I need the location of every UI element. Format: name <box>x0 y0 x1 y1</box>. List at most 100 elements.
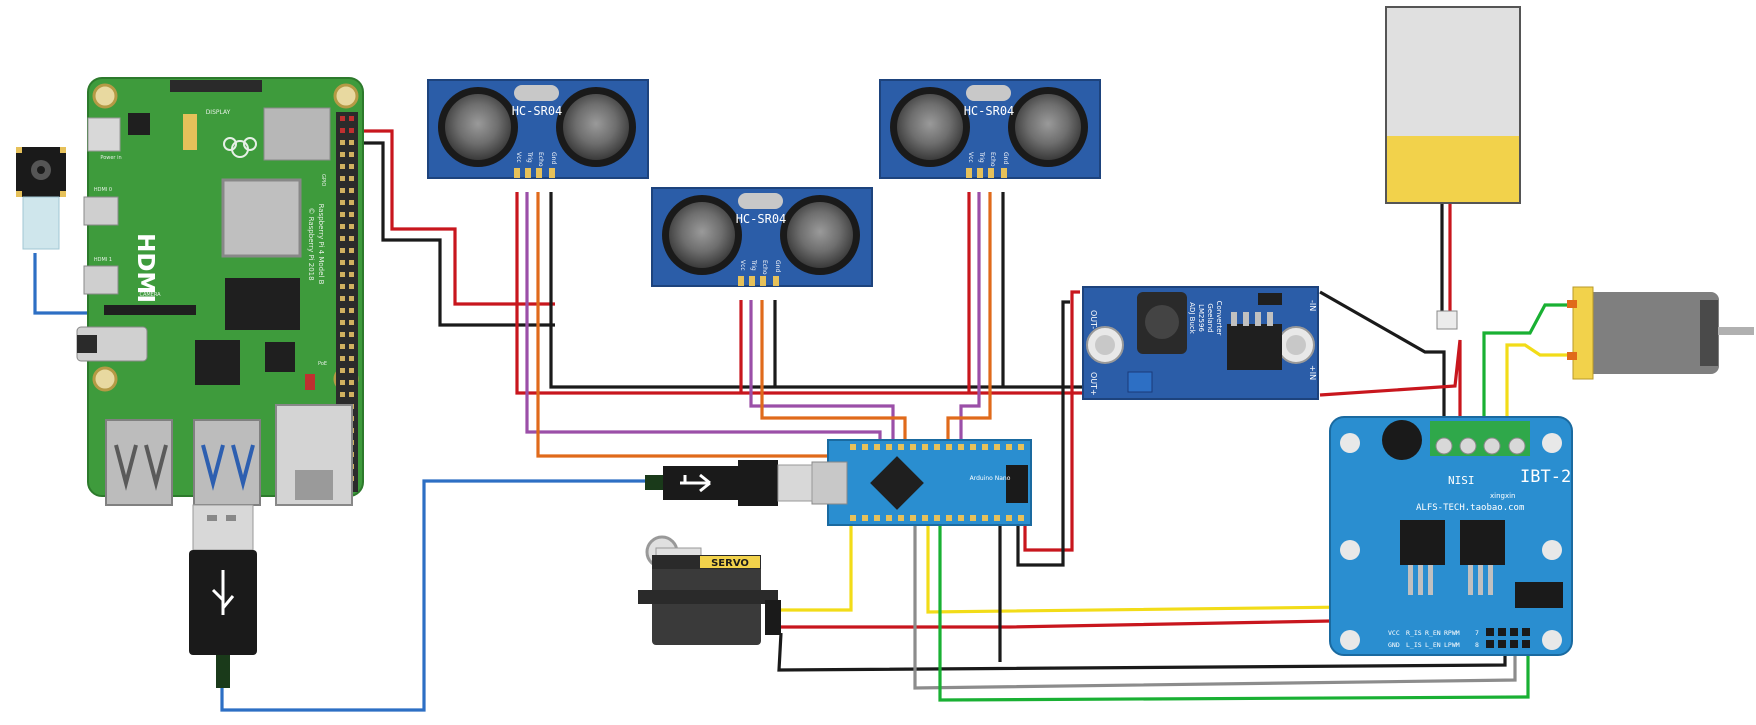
gpio-pin <box>340 188 345 193</box>
sensor-3-pin-vcc: Vcc <box>967 152 974 163</box>
nano-pin <box>946 515 952 521</box>
camera-ribbon <box>22 196 60 250</box>
nano-pin <box>1018 444 1024 450</box>
gpio-label: GPIO <box>320 174 326 186</box>
ibt2-pin-vcc: VCC <box>1388 629 1400 637</box>
gpio-pin <box>340 224 345 229</box>
ibt2-maker: xingxin <box>1490 492 1516 500</box>
display-label: DISPLAY <box>206 109 231 116</box>
gpio-pin <box>340 248 345 253</box>
ibt2-url: ALFS-TECH.taobao.com <box>1416 503 1524 513</box>
gpio-pin <box>349 296 354 301</box>
ultrasonic-sensor-2: HC-SR04 Vcc Trig Echo Gnd <box>651 187 873 287</box>
servo-label: SERVO <box>711 558 749 569</box>
buck-line4: Converter <box>1215 301 1223 336</box>
gpio-pin <box>340 176 345 181</box>
gpio-pin <box>349 272 354 277</box>
camera-connector <box>104 305 196 315</box>
raspberry-pi-board: DISPLAY HDMI Raspberry Pi 4 Model B © Ra… <box>76 77 364 506</box>
gpio-pin <box>340 368 345 373</box>
nano-pin <box>922 515 928 521</box>
gpio-pin <box>340 356 345 361</box>
nano-pin <box>850 515 856 521</box>
sensor-3-pin-gnd: Gnd <box>1002 152 1009 164</box>
ethernet-port <box>275 404 353 506</box>
nano-pin <box>1006 515 1012 521</box>
ibt2-title: IBT-2 <box>1520 467 1571 487</box>
gpio-pin <box>349 224 354 229</box>
servo-motor: SERVO <box>638 535 781 645</box>
gpio-pin <box>340 320 345 325</box>
ibt2-pin-num-7: 7 <box>1475 629 1479 637</box>
ibt2-brand: NISI <box>1448 474 1475 487</box>
sensor-1-pin-gnd: Gnd <box>550 152 557 164</box>
gpio-pin <box>340 164 345 169</box>
wire-s3-trig <box>959 192 981 445</box>
nano-pin <box>910 444 916 450</box>
dc-motor <box>1567 286 1754 380</box>
usb-plug-pi <box>189 504 257 688</box>
gpio-pin <box>340 272 345 277</box>
wire-pi-red <box>347 129 555 306</box>
gpio-pin <box>349 344 354 349</box>
buck-line2: LM2596 <box>1197 304 1205 332</box>
ibt2-pin-ren: R_EN <box>1425 629 1441 637</box>
wire-batt-black-1 <box>1319 290 1446 421</box>
gpio-pin <box>349 320 354 325</box>
wire-buck-vin <box>1023 290 1080 552</box>
ultrasonic-sensor-1: HC-SR04 Vcc Trig Echo Gnd <box>427 79 649 179</box>
buck-line1: Geeland <box>1206 303 1214 332</box>
hdmi1-label: HDMI 1 <box>94 257 112 263</box>
gpio-pin <box>340 332 345 337</box>
sensor-2-label: HC-SR04 <box>736 212 787 226</box>
gpio-pin <box>349 140 354 145</box>
wire-s1-gnd <box>549 192 1070 389</box>
hdmi-label: HDMI <box>132 233 158 303</box>
ibt2-screw-terminal <box>1430 421 1530 456</box>
ibt2-pin-rpwm: RPWM <box>1444 629 1460 637</box>
ibt2-pin-lis: L_IS <box>1406 641 1422 649</box>
nano-pin <box>946 444 952 450</box>
hdmi0-label: HDMI 0 <box>94 187 112 193</box>
nano-pin <box>970 444 976 450</box>
gpio-pin <box>349 392 354 397</box>
nano-pin <box>862 444 868 450</box>
gpio-pin <box>340 236 345 241</box>
hdmi1-port <box>83 265 119 295</box>
sensor-2-pin-echo: Echo <box>761 260 768 275</box>
wire-motor-green <box>1482 303 1572 421</box>
wire-buck-gnd <box>1016 300 1070 567</box>
nano-pin <box>874 444 880 450</box>
gpio-pin <box>340 380 345 385</box>
sensor-1-pin-vcc: Vcc <box>515 152 522 163</box>
nano-pin <box>1006 444 1012 450</box>
gpio-pin <box>349 188 354 193</box>
usb-icon <box>211 570 235 615</box>
nano-pin <box>982 515 988 521</box>
wire-s1-trig <box>525 192 882 445</box>
buck-out-plus: OUT+ <box>1089 372 1098 396</box>
sensor-2-pin-gnd: Gnd <box>774 260 781 272</box>
gpio-pin <box>349 332 354 337</box>
wire-s2-echo <box>760 300 907 445</box>
wire-motor-yellow <box>1505 343 1572 421</box>
usb-cable-arduino <box>645 460 813 506</box>
nano-pin <box>994 515 1000 521</box>
nano-pin <box>886 444 892 450</box>
nano-pin <box>862 515 868 521</box>
buck-in-plus: +IN <box>1308 365 1317 380</box>
wire-ibt-green <box>938 448 1530 702</box>
ibt2-pin-gnd: GND <box>1388 641 1400 649</box>
gpio-pin <box>349 164 354 169</box>
nano-pin <box>886 515 892 521</box>
sensor-2-pin-vcc: Vcc <box>739 260 746 271</box>
ultrasonic-sensor-3: HC-SR04 Vcc Trig Echo Gnd <box>879 79 1101 179</box>
copyright-text: © Raspberry Pi 2018 <box>307 207 315 280</box>
nano-pin <box>910 515 916 521</box>
raspberry-pi-logo <box>223 137 257 158</box>
nano-pin <box>958 515 964 521</box>
sensor-1-pin-echo: Echo <box>537 152 544 167</box>
usb3-ports <box>193 419 261 506</box>
sensor-3-pin-trig: Trig <box>978 151 985 163</box>
